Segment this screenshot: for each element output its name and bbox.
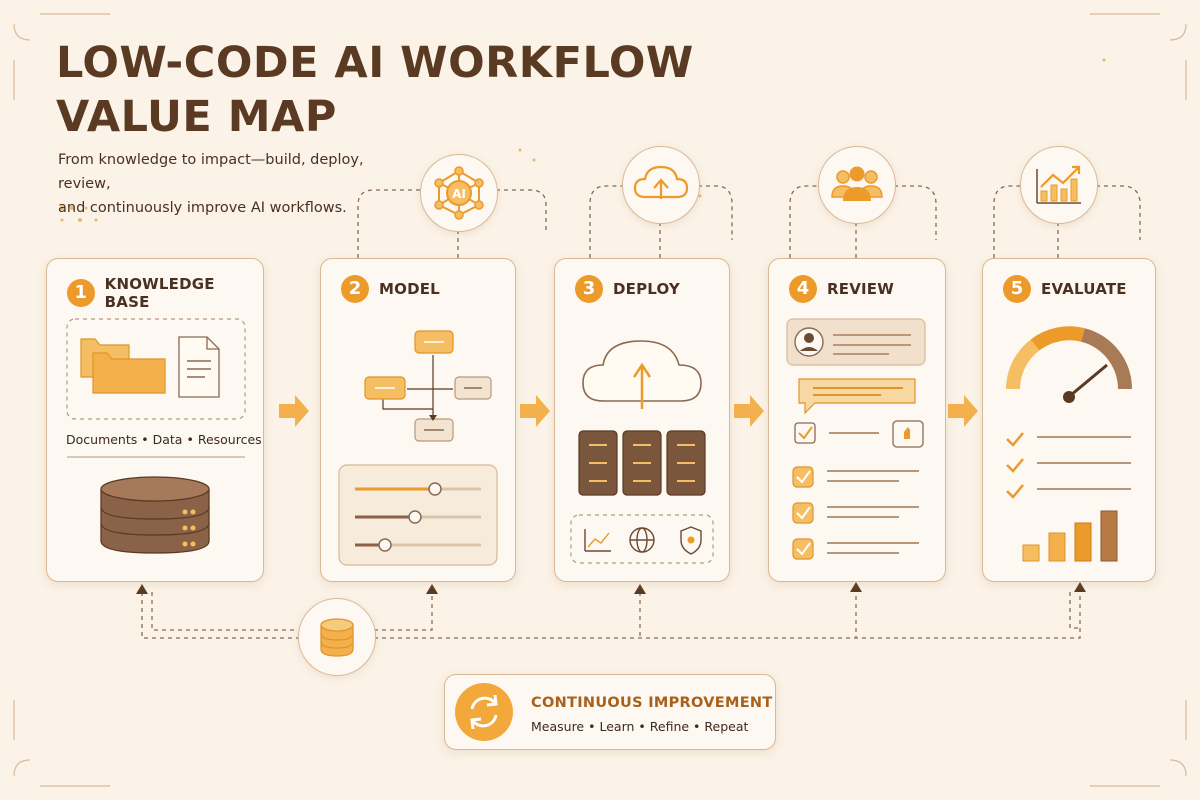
- results-bar-chart-icon: [1022, 510, 1118, 562]
- source-resources: Resources: [197, 432, 262, 447]
- ci-separator-1: •: [588, 719, 600, 734]
- database-icon: [298, 598, 376, 676]
- step-label-1: KNOWLEDGE BASE: [104, 275, 215, 311]
- step-card-knowledge-base: 1 KNOWLEDGE BASE: [46, 258, 264, 582]
- subtitle-line-1: From knowledge to impact—build, deploy, …: [58, 152, 364, 192]
- ci-step-refine: Refine: [649, 719, 690, 734]
- step-header-1: 1 KNOWLEDGE BASE: [67, 275, 263, 311]
- cloud-upload-icon: [622, 146, 700, 224]
- ci-step-repeat: Repeat: [704, 719, 749, 734]
- title-line-2: VALUE MAP: [56, 92, 337, 142]
- step-number-3: 3: [575, 275, 603, 303]
- step-header-2: 2 MODEL: [341, 275, 440, 303]
- parameter-sliders: [355, 482, 481, 552]
- page-title: LOW-CODE AI WORKFLOW VALUE MAP: [56, 36, 694, 144]
- arrow-right-icon-4: [948, 395, 978, 427]
- server-rack-icon: [578, 430, 706, 496]
- ci-separator-2: •: [638, 719, 650, 734]
- source-data: Data: [152, 432, 183, 447]
- evaluation-checklist: [1006, 432, 1131, 499]
- refresh-cycle-icon: [455, 683, 513, 741]
- step-header-3: 3 DEPLOY: [575, 275, 680, 303]
- reviewer-avatar-icon: [794, 327, 824, 357]
- database-stack-icon: [100, 476, 210, 554]
- cloud-icon: [582, 340, 702, 409]
- step-card-deploy: 3 DEPLOY: [554, 258, 730, 582]
- ci-step-measure: Measure: [531, 719, 585, 734]
- review-illustration: [786, 318, 926, 560]
- document-icon: [178, 336, 220, 398]
- ci-step-learn: Learn: [599, 719, 635, 734]
- deploy-illustration: [570, 340, 714, 564]
- ci-separator-3: •: [693, 719, 705, 734]
- step-number-5: 5: [1003, 275, 1031, 303]
- title-line-1: LOW-CODE AI WORKFLOW: [56, 38, 694, 88]
- step-number-4: 4: [789, 275, 817, 303]
- step-label-4: REVIEW: [827, 280, 894, 298]
- ai-network-icon: AI: [420, 154, 498, 232]
- user-group-icon: [818, 146, 896, 224]
- model-flow-illustration: [338, 330, 498, 566]
- continuous-improvement-steps: Measure • Learn • Refine • Repeat: [531, 719, 748, 734]
- source-documents: Documents: [66, 432, 138, 447]
- subtitle-line-2: and continuously improve AI workflows.: [58, 200, 347, 216]
- globe-icon: [629, 527, 655, 553]
- step-label-5: EVALUATE: [1041, 280, 1127, 298]
- step-card-review: 4 REVIEW: [768, 258, 946, 582]
- step-number-2: 2: [341, 275, 369, 303]
- review-checklist: [792, 466, 919, 560]
- step-header-5: 5 EVALUATE: [1003, 275, 1127, 303]
- shield-icon: [680, 526, 702, 555]
- knowledge-sources: Documents • Data • Resources: [66, 432, 262, 447]
- step-card-evaluate: 5 EVALUATE: [982, 258, 1156, 582]
- page-subtitle: From knowledge to impact—build, deploy, …: [58, 148, 418, 220]
- step-card-model: 2 MODEL: [320, 258, 516, 582]
- source-separator-2: •: [186, 432, 198, 447]
- knowledge-base-illustration: [66, 318, 246, 554]
- arrow-right-icon-2: [520, 395, 550, 427]
- evaluate-illustration: [1006, 326, 1132, 562]
- arrow-right-icon-1: [279, 395, 309, 427]
- arrow-right-icon-3: [734, 395, 764, 427]
- step-number-1: 1: [67, 279, 95, 307]
- ai-icon-text: AI: [452, 187, 466, 201]
- step-label-2: MODEL: [379, 280, 440, 298]
- gauge-icon: [1006, 326, 1132, 403]
- continuous-improvement-title: CONTINUOUS IMPROVEMENT: [531, 695, 773, 711]
- step-label-3: DEPLOY: [613, 280, 680, 298]
- step-header-4: 4 REVIEW: [789, 275, 894, 303]
- source-separator-1: •: [141, 432, 153, 447]
- analytics-icon: [584, 529, 611, 552]
- growth-chart-icon: [1020, 146, 1098, 224]
- folder-icon: [80, 338, 166, 394]
- continuous-improvement-panel: CONTINUOUS IMPROVEMENT Measure • Learn •…: [444, 674, 776, 750]
